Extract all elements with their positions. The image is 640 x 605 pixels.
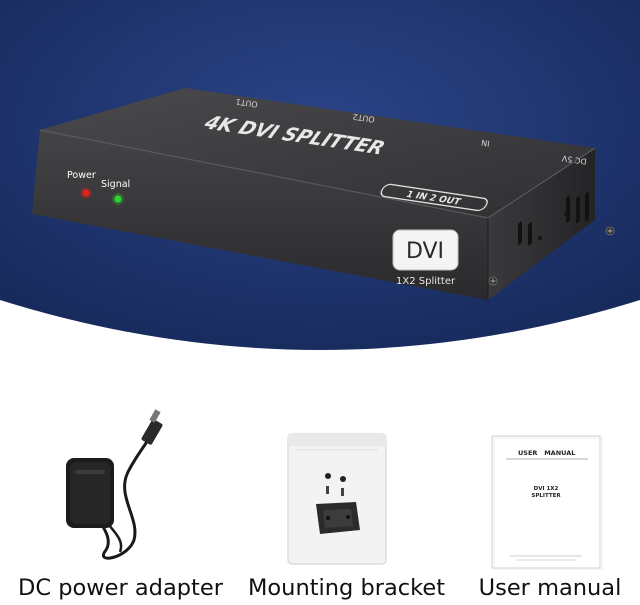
- bracket-bag-icon: [287, 433, 387, 565]
- manual-title-line1: DVI 1X2: [534, 486, 559, 492]
- port-label-in: IN: [481, 138, 491, 148]
- manual-header: USER MANUAL: [518, 449, 575, 457]
- screw-icon: [605, 226, 615, 236]
- accessories-row: DC power adapter Mounting bracket USER M…: [0, 400, 640, 605]
- vent-slots: [518, 192, 589, 246]
- caption-user-manual: User manual: [478, 575, 622, 601]
- device-front-face: [32, 130, 488, 300]
- power-adapter-icon: [66, 409, 163, 560]
- accessory-user-manual: USER MANUAL DVI 1X2 SPLITTER User manual: [460, 400, 640, 605]
- splitter-scene: 4K DVI SPLITTER OUT1 OUT2 IN DC 5V 1 IN …: [0, 0, 640, 350]
- port-label-out1: OUT1: [235, 97, 258, 109]
- accessory-power-adapter: DC power adapter: [8, 400, 233, 605]
- power-led: [82, 189, 90, 197]
- port-label-out2: OUT2: [352, 112, 375, 124]
- device-side-face: [488, 148, 595, 300]
- product-hero: 4K DVI SPLITTER OUT1 OUT2 IN DC 5V 1 IN …: [0, 0, 640, 350]
- accessory-mounting-bracket: Mounting bracket: [248, 400, 446, 605]
- dvi-logo-plate: [392, 229, 459, 271]
- model-text: 1X2 Splitter: [396, 276, 456, 287]
- device-top-face: [40, 88, 595, 218]
- led-signal-label: Signal: [101, 179, 130, 190]
- screw-icon: [488, 276, 498, 286]
- port-label-dc: DC 5V: [561, 153, 587, 165]
- signal-led: [114, 195, 122, 203]
- led-power-label: Power: [67, 170, 96, 181]
- caption-mounting-bracket: Mounting bracket: [248, 575, 446, 601]
- caption-power-adapter: DC power adapter: [18, 575, 223, 601]
- manual-title-line2: SPLITTER: [531, 493, 561, 499]
- manual-icon: USER MANUAL DVI 1X2 SPLITTER: [491, 435, 603, 570]
- dvi-logo-text: DVI: [406, 239, 444, 264]
